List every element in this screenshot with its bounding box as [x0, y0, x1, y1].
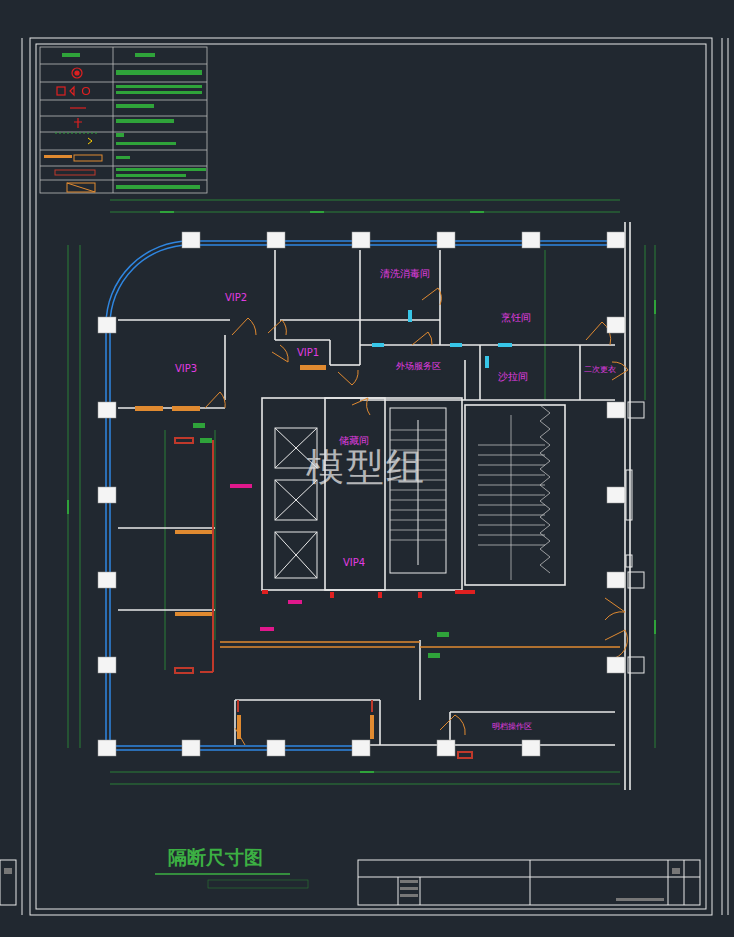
room-label: VIP3	[174, 363, 198, 374]
watermark: 模型组	[305, 447, 427, 489]
room-label: 清洗消毒间	[379, 268, 431, 279]
room-label: 外场服务区	[395, 362, 442, 372]
drawing-title: 隔断尺寸图	[166, 845, 265, 871]
room-label: 烹饪间	[500, 312, 532, 323]
room-label: 沙拉间	[497, 371, 529, 382]
room-label: 储藏间	[338, 435, 370, 446]
room-label: VIP1	[296, 347, 320, 358]
room-label: VIP4	[342, 557, 366, 568]
room-label: 明档操作区	[491, 723, 533, 732]
room-label: VIP2	[224, 292, 248, 303]
room-label: 二次更衣	[583, 366, 617, 375]
